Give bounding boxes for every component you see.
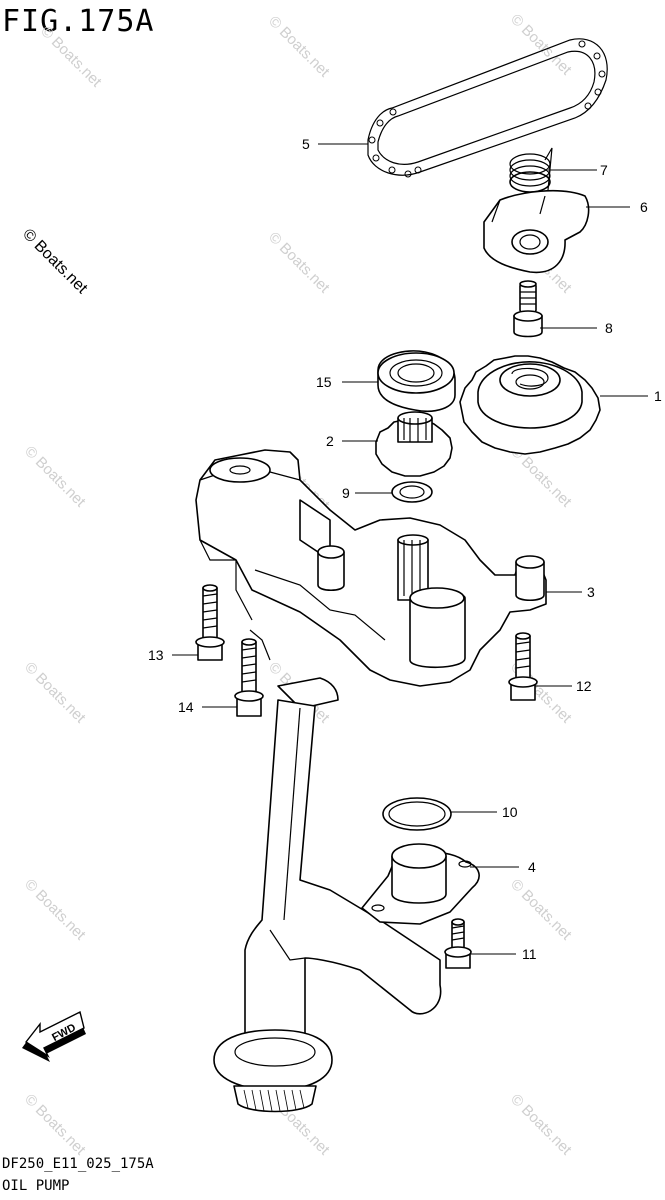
svg-text:© Boats.net: © Boats.net [265,229,333,297]
bolt-left-upper [195,584,225,661]
callout-9: 9 [342,485,350,501]
callout-7: 7 [600,162,608,178]
callout-14: 14 [178,699,194,715]
callout-4: 4 [528,859,536,875]
chain-tensioner [483,189,590,274]
callout-11: 11 [522,946,537,962]
bolt-right [508,632,538,701]
svg-text:© Boats.net: © Boats.net [21,1091,89,1159]
callout-8: 8 [605,320,613,336]
fwd-arrow-icon: FWD [22,1010,86,1062]
callout-10: 10 [502,804,518,820]
callout-12: 12 [576,678,592,694]
strainer-bolt [444,918,472,969]
strainer [361,843,480,925]
svg-text:© Boats.net: © Boats.net [507,1091,575,1159]
callout-1: 1 [654,388,662,404]
svg-text:© Boats.net: © Boats.net [507,11,575,79]
callout-13: 13 [148,647,164,663]
svg-text:© Boats.net: © Boats.net [37,23,105,91]
svg-text:© Boats.net: © Boats.net [21,876,89,944]
leader-lines [172,143,648,955]
drive-gear [375,411,453,477]
oil-pump-body [195,449,547,687]
svg-text:© Boats.net: © Boats.net [507,876,575,944]
sprocket-gear [459,355,601,455]
tensioner-bolt [513,280,543,338]
bolt-left-lower [234,638,264,717]
svg-text:© Boats.net: © Boats.net [21,659,89,727]
oil-pickup-pipe [213,677,442,1113]
bearing [377,350,456,412]
svg-text:© Boats.net: © Boats.net [265,13,333,81]
timing-chain [367,38,608,178]
callout-3: 3 [587,584,595,600]
tensioner-spring [509,147,553,193]
watermark-dark: © Boats.net [19,226,91,298]
callout-5: 5 [302,136,310,152]
part-code: DF250_E11_025_175A [2,1156,154,1172]
o-ring [382,797,452,831]
figure-title: FIG.175A [2,4,155,39]
svg-text:© Boats.net: © Boats.net [21,443,89,511]
callout-15: 15 [316,374,332,390]
callout-labels: 5 7 6 8 1 15 2 9 3 13 12 14 10 4 11 [148,136,662,962]
callout-6: 6 [640,199,648,215]
callout-2: 2 [326,433,334,449]
section-title: OIL PUMP [2,1178,70,1194]
washer [391,481,433,503]
